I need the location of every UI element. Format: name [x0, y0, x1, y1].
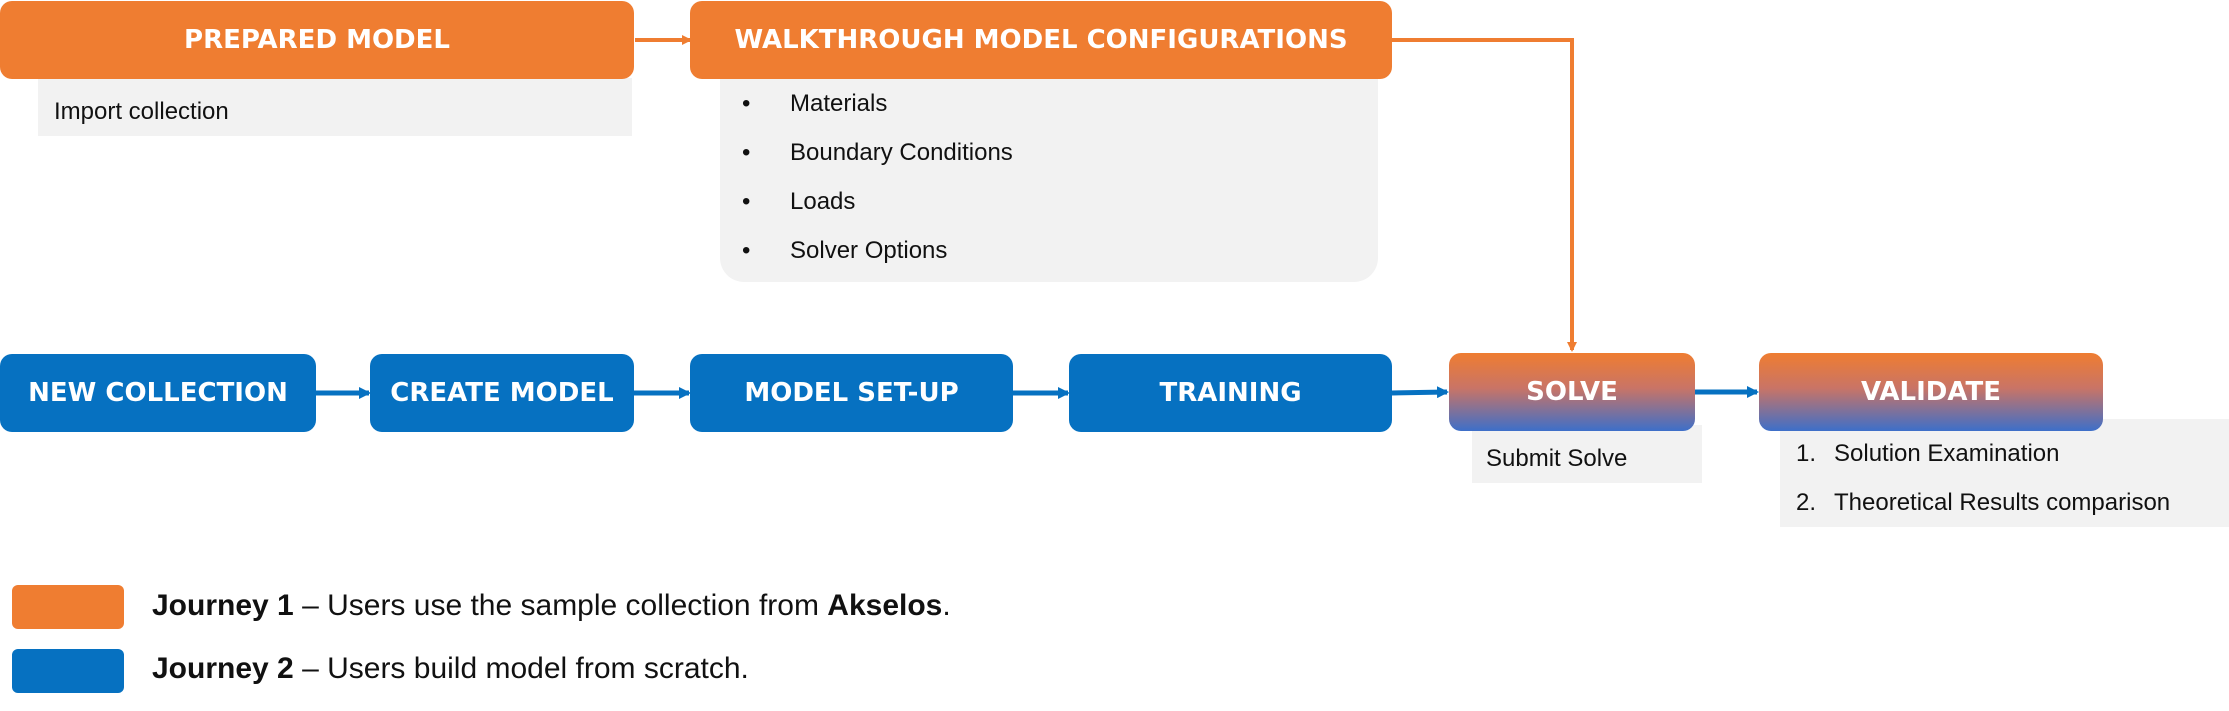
- bullet: •: [742, 90, 751, 117]
- note-submit-solve: Submit Solve: [1486, 445, 1628, 472]
- note-validate: 1. Solution Examination 2. Theoretical R…: [1780, 419, 2229, 527]
- legend-journey2-label: Journey 2: [152, 652, 294, 685]
- legend-journey1: Journey 1 – Users use the sample collect…: [152, 589, 951, 623]
- bullet: •: [742, 237, 751, 264]
- box-new-collection: NEW COLLECTION: [0, 354, 316, 432]
- item-boundary-conditions: Boundary Conditions: [790, 139, 1013, 166]
- item-number: 2.: [1796, 489, 1817, 516]
- item-solver-options: Solver Options: [790, 237, 948, 264]
- legend-journey2-text: – Users build model from scratch.: [293, 652, 749, 685]
- item-loads: Loads: [790, 188, 856, 215]
- box-prepared-model: PREPARED MODEL: [0, 1, 634, 79]
- legend-journey1-text: – Users use the sample collection from: [293, 589, 828, 622]
- note-prepared-model: Import collection: [38, 78, 632, 136]
- item-number: 1.: [1796, 440, 1817, 467]
- item-materials: Materials: [790, 90, 888, 117]
- legend-journey2: Journey 2 – Users build model from scrat…: [152, 652, 749, 686]
- legend-journey1-label: Journey 1: [152, 589, 294, 622]
- box-solve: SOLVE: [1449, 353, 1695, 431]
- arrow-walkthrough-to-solve: [1392, 38, 1577, 352]
- legend-journey1-end: .: [942, 589, 951, 622]
- arrow-training-to-solve: [1391, 386, 1449, 399]
- legend-swatch-journey1: [12, 585, 124, 629]
- bullet: •: [742, 188, 751, 215]
- note-walkthrough: • Materials • Boundary Conditions • Load…: [720, 78, 1378, 282]
- item-theoretical-results: Theoretical Results comparison: [1834, 489, 2171, 516]
- note-solve: Submit Solve: [1472, 425, 1702, 483]
- legend-swatch-journey2: [12, 649, 124, 693]
- box-validate: VALIDATE: [1759, 353, 2103, 431]
- box-create-model: CREATE MODEL: [370, 354, 634, 432]
- box-training: TRAINING: [1069, 354, 1392, 432]
- note-import-collection: Import collection: [54, 98, 229, 125]
- box-model-set-up: MODEL SET-UP: [690, 354, 1013, 432]
- legend-brand: Akselos: [827, 589, 943, 622]
- box-walkthrough-model-configurations: WALKTHROUGH MODEL CONFIGURATIONS: [690, 1, 1392, 79]
- bullet: •: [742, 139, 751, 166]
- item-solution-examination: Solution Examination: [1834, 440, 2060, 467]
